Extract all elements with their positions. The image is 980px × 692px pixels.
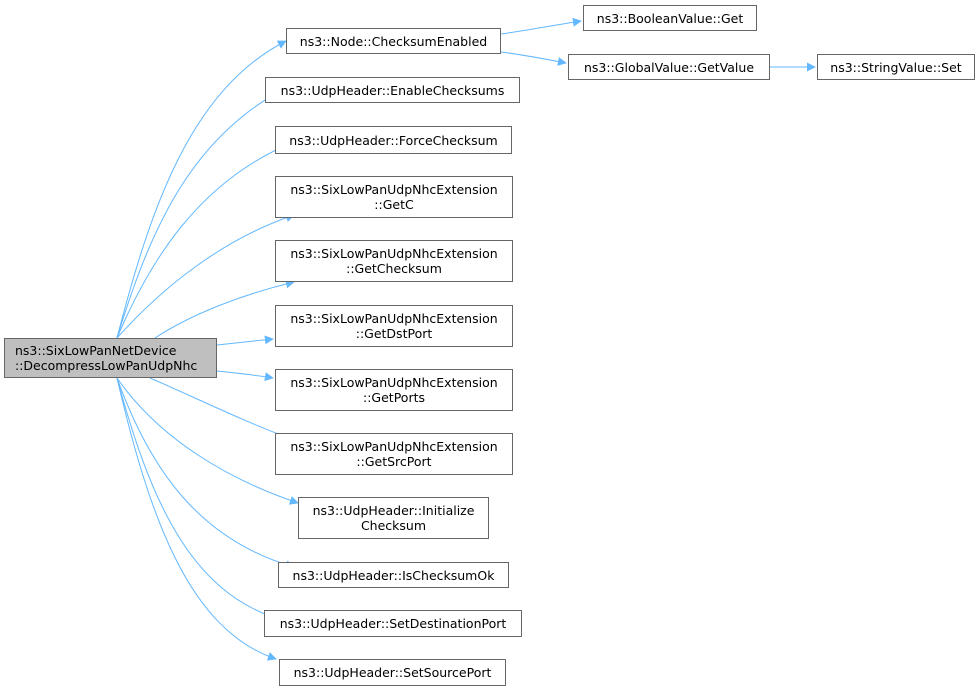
edge-root-to-force-checksum	[116, 140, 295, 339]
node-label-line2: ::GetDstPort	[355, 326, 433, 341]
node-label-line2: ::GetC	[374, 197, 414, 212]
node-udp-header-set-destination-port[interactable]: ns3::UdpHeader::SetDestinationPort	[264, 610, 522, 637]
node-label: ns3::UdpHeader::ForceChecksum	[289, 132, 498, 148]
edge-root-to-is-checksum-ok	[116, 377, 295, 570]
node-label-line2: ::GetSrcPort	[356, 454, 432, 469]
edge-root-to-set-source-port	[116, 377, 277, 661]
node-label: ns3::Node::ChecksumEnabled	[299, 33, 488, 49]
edge-root-to-enable-checksums	[116, 89, 283, 339]
node-label: ns3::GlobalValue::GetValue	[583, 59, 755, 75]
node-udp-header-is-checksum-ok[interactable]: ns3::UdpHeader::IsChecksumOk	[278, 562, 509, 588]
edge-root-to-get-checksum	[154, 279, 295, 339]
edge-root-to-get-src-port	[149, 377, 295, 442]
node-node-checksum-enabled[interactable]: ns3::Node::ChecksumEnabled	[286, 28, 501, 54]
edge-checksum-enabled-to-boolean-get	[500, 17, 582, 35]
node-string-value-set[interactable]: ns3::StringValue::Set	[817, 54, 975, 80]
node-sixlowpan-udpnhc-get-dst-port[interactable]: ns3::SixLowPanUdpNhcExtension ::GetDstPo…	[275, 305, 513, 347]
node-label: ns3::StringValue::Set	[830, 59, 962, 75]
node-root-decompress-lowpan-udpnhc: ns3::SixLowPanNetDevice ::DecompressLowP…	[4, 338, 217, 378]
node-label-line2: ::GetPorts	[363, 390, 425, 405]
node-sixlowpan-udpnhc-get-src-port[interactable]: ns3::SixLowPanUdpNhcExtension ::GetSrcPo…	[275, 433, 513, 475]
edge-root-to-get-ports	[216, 370, 274, 382]
node-label: ns3::BooleanValue::Get	[596, 10, 744, 26]
node-label: ns3::UdpHeader::SetSourcePort	[293, 665, 492, 680]
node-label-line1: ns3::UdpHeader::Initialize	[312, 503, 475, 518]
node-label-line1: ns3::SixLowPanUdpNhcExtension	[290, 246, 498, 261]
node-root-label-line1: ns3::SixLowPanNetDevice	[15, 343, 177, 358]
node-sixlowpan-udpnhc-get-ports[interactable]: ns3::SixLowPanUdpNhcExtension ::GetPorts	[275, 369, 513, 411]
node-sixlowpan-udpnhc-get-c[interactable]: ns3::SixLowPanUdpNhcExtension ::GetC	[275, 176, 513, 218]
node-udp-header-force-checksum[interactable]: ns3::UdpHeader::ForceChecksum	[275, 126, 512, 154]
node-boolean-value-get[interactable]: ns3::BooleanValue::Get	[583, 5, 757, 31]
edge-root-to-initialize	[116, 377, 299, 505]
node-label: ns3::UdpHeader::EnableChecksums	[280, 82, 505, 98]
node-udp-header-set-source-port[interactable]: ns3::UdpHeader::SetSourcePort	[279, 659, 506, 686]
edge-checksum-enabled-to-global-getvalue	[500, 51, 567, 66]
node-udp-header-initialize-checksum[interactable]: ns3::UdpHeader::Initialize Checksum	[298, 497, 489, 539]
node-sixlowpan-udpnhc-get-checksum[interactable]: ns3::SixLowPanUdpNhcExtension ::GetCheck…	[275, 240, 513, 282]
node-label-line1: ns3::SixLowPanUdpNhcExtension	[290, 311, 498, 326]
node-label-line2: ::GetChecksum	[346, 261, 442, 276]
edge-root-to-checksum-enabled	[116, 40, 287, 339]
edge-root-to-get-c	[116, 213, 295, 339]
node-label: ns3::UdpHeader::SetDestinationPort	[279, 616, 507, 631]
node-udp-header-enable-checksums[interactable]: ns3::UdpHeader::EnableChecksums	[265, 77, 520, 103]
node-label-line1: ns3::SixLowPanUdpNhcExtension	[290, 439, 498, 454]
edge-root-to-get-dst-port	[216, 335, 274, 346]
node-root-label-line2: ::DecompressLowPanUdpNhc	[15, 358, 198, 373]
node-global-value-get-value[interactable]: ns3::GlobalValue::GetValue	[568, 54, 770, 80]
edge-root-to-set-dest-port	[116, 377, 277, 620]
node-label-line2: Checksum	[360, 518, 427, 533]
node-label-line1: ns3::SixLowPanUdpNhcExtension	[290, 182, 498, 197]
node-label-line1: ns3::SixLowPanUdpNhcExtension	[290, 375, 498, 390]
node-label: ns3::UdpHeader::IsChecksumOk	[292, 567, 495, 583]
